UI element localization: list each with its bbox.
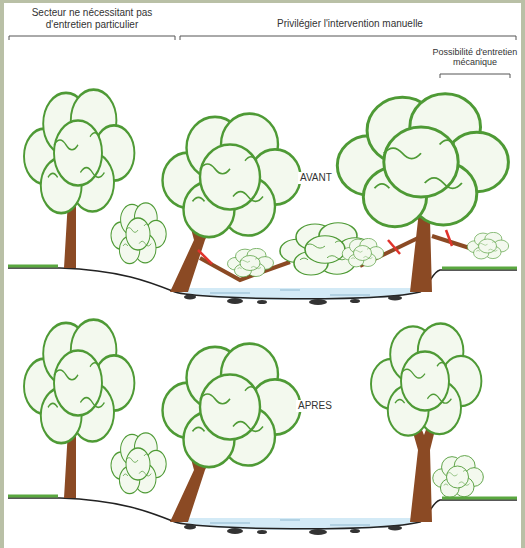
sector-note: Possibilité d'entretien mécanique [432, 47, 518, 68]
sector-note: Secteur ne nécessitant pas d'entretien p… [8, 7, 176, 30]
scene-label: APRES [296, 400, 334, 412]
scene-label: AVANT [298, 172, 334, 184]
sector-note: Privilégier l'intervention manuelle [200, 18, 500, 30]
